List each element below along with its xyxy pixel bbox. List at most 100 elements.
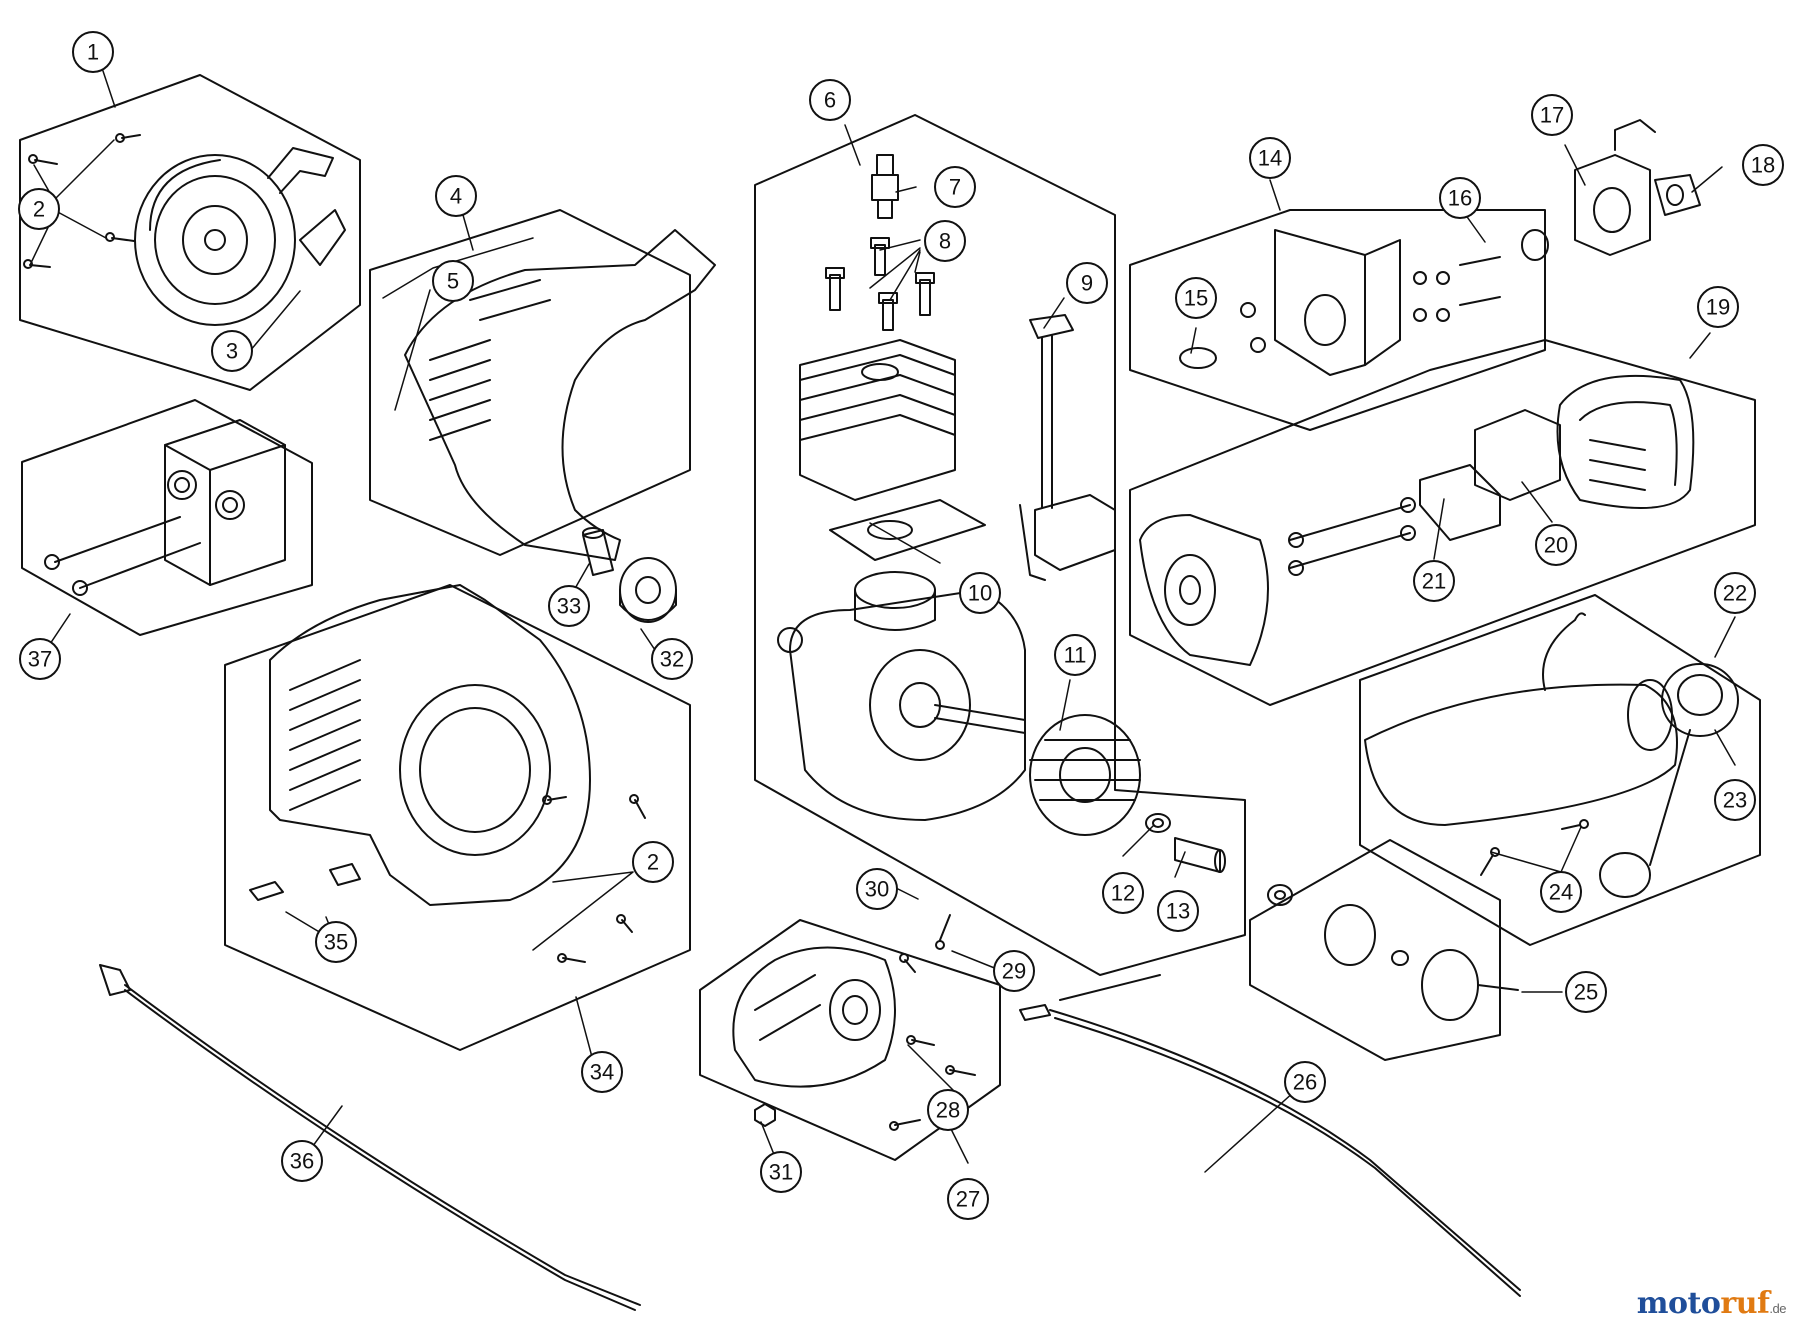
callout-18: 18 bbox=[1742, 144, 1784, 186]
group-panel-4 bbox=[369, 209, 691, 556]
crankcase-assembly bbox=[777, 571, 1026, 821]
callout-17: 17 bbox=[1531, 94, 1573, 136]
leader-lines bbox=[29, 61, 1736, 1173]
watermark-suffix: ruf bbox=[1720, 1286, 1770, 1321]
callout-8: 8 bbox=[924, 220, 966, 262]
callout-30: 30 bbox=[856, 868, 898, 910]
callout-24: 24 bbox=[1540, 871, 1582, 913]
callout-10-label: 10 bbox=[968, 581, 992, 606]
callout-32-label: 32 bbox=[660, 647, 684, 672]
callout-15: 15 bbox=[1175, 277, 1217, 319]
watermark-tld: .de bbox=[1769, 1301, 1786, 1316]
engine-cylinder bbox=[799, 339, 956, 501]
callout-29: 29 bbox=[993, 950, 1035, 992]
stop-switch-wire bbox=[1019, 974, 1521, 1297]
cylinder-gasket bbox=[829, 499, 986, 561]
muffler-heat-shield bbox=[1179, 229, 1549, 376]
callout-33: 33 bbox=[548, 585, 590, 627]
callout-1: 1 bbox=[72, 31, 114, 73]
callout-35-label: 35 bbox=[324, 930, 348, 955]
callout-27: 27 bbox=[947, 1178, 989, 1220]
gear-head bbox=[732, 946, 896, 1088]
callout-37-label: 37 bbox=[28, 647, 52, 672]
spark-plug bbox=[871, 154, 899, 219]
callout-25-label: 25 bbox=[1574, 980, 1598, 1005]
group-panel-27 bbox=[699, 919, 1001, 1161]
callout-23: 23 bbox=[1714, 779, 1756, 821]
callout-36-label: 36 bbox=[290, 1149, 314, 1174]
clips bbox=[249, 863, 361, 901]
callout-26: 26 bbox=[1284, 1061, 1326, 1103]
callout-34-label: 34 bbox=[590, 1060, 614, 1085]
callout-34: 34 bbox=[581, 1051, 623, 1093]
callout-5: 5 bbox=[432, 260, 474, 302]
callout-9: 9 bbox=[1066, 262, 1108, 304]
carburetor-adapter bbox=[44, 419, 286, 596]
carburetor bbox=[1574, 119, 1656, 256]
clutch-shoe bbox=[619, 557, 677, 623]
callout-20: 20 bbox=[1535, 524, 1577, 566]
gear-head-screws bbox=[754, 914, 976, 1131]
callout-3: 3 bbox=[211, 330, 253, 372]
callout-6-label: 6 bbox=[824, 88, 836, 113]
air-filter-element bbox=[1474, 409, 1561, 501]
callout-29-label: 29 bbox=[1002, 959, 1026, 984]
callout-8-label: 8 bbox=[939, 229, 951, 254]
callout-4: 4 bbox=[435, 175, 477, 217]
callout-2-starter-label: 2 bbox=[33, 197, 45, 222]
fuel-tank bbox=[1364, 612, 1678, 826]
callout-35: 35 bbox=[315, 921, 357, 963]
housing-screws bbox=[542, 794, 646, 963]
engine-shroud bbox=[404, 229, 716, 561]
callout-28-label: 28 bbox=[936, 1098, 960, 1123]
callout-4-label: 4 bbox=[450, 184, 462, 209]
group-panel-6 bbox=[754, 114, 1246, 976]
clutch-drum bbox=[1267, 884, 1519, 1021]
callout-16-label: 16 bbox=[1448, 186, 1472, 211]
callout-14: 14 bbox=[1249, 137, 1291, 179]
callout-14-label: 14 bbox=[1258, 146, 1282, 171]
callout-21: 21 bbox=[1413, 560, 1455, 602]
callout-1-label: 1 bbox=[87, 40, 99, 65]
watermark-prefix: moto bbox=[1636, 1286, 1721, 1321]
flywheel-spacer bbox=[1174, 837, 1226, 873]
callout-3-label: 3 bbox=[226, 339, 238, 364]
cylinder-bolts bbox=[825, 237, 935, 331]
carburetor-gasket bbox=[1654, 174, 1701, 216]
group-panel-1 bbox=[19, 74, 361, 391]
callouts: 1 2 3 4 5 6 7 8 9 10 11 12 13 14 15 16 1… bbox=[18, 31, 1784, 1220]
callout-18-label: 18 bbox=[1751, 153, 1775, 178]
callout-10: 10 bbox=[959, 572, 1001, 614]
callout-21-label: 21 bbox=[1422, 569, 1446, 594]
callout-33-label: 33 bbox=[557, 594, 581, 619]
callout-37: 37 bbox=[19, 638, 61, 680]
callout-7: 7 bbox=[934, 166, 976, 208]
callout-22: 22 bbox=[1714, 572, 1756, 614]
callout-2-starter: 2 bbox=[18, 188, 60, 230]
callout-23-label: 23 bbox=[1723, 788, 1747, 813]
group-panel-37 bbox=[21, 399, 313, 636]
filter-plate bbox=[1419, 464, 1501, 541]
watermark-logo: motoruf.de bbox=[1636, 1286, 1787, 1321]
callout-31: 31 bbox=[760, 1151, 802, 1193]
callout-12: 12 bbox=[1102, 872, 1144, 914]
callout-9-label: 9 bbox=[1081, 271, 1093, 296]
flywheel-washer bbox=[1145, 813, 1171, 833]
callout-2-housing: 2 bbox=[632, 841, 674, 883]
callout-26-label: 26 bbox=[1293, 1070, 1317, 1095]
ignition-coil bbox=[1019, 314, 1116, 581]
flywheel bbox=[1029, 714, 1141, 836]
callout-13-label: 13 bbox=[1166, 899, 1190, 924]
callout-16: 16 bbox=[1439, 177, 1481, 219]
fuel-cap bbox=[1599, 663, 1739, 898]
callout-20-label: 20 bbox=[1544, 533, 1568, 558]
callout-5-label: 5 bbox=[447, 269, 459, 294]
callout-32: 32 bbox=[651, 638, 693, 680]
callout-12-label: 12 bbox=[1111, 881, 1135, 906]
callout-36: 36 bbox=[281, 1140, 323, 1182]
group-panel-25 bbox=[1249, 839, 1501, 1061]
starter-screws bbox=[23, 133, 141, 269]
air-filter-base bbox=[1139, 497, 1416, 666]
callout-22-label: 22 bbox=[1723, 581, 1747, 606]
